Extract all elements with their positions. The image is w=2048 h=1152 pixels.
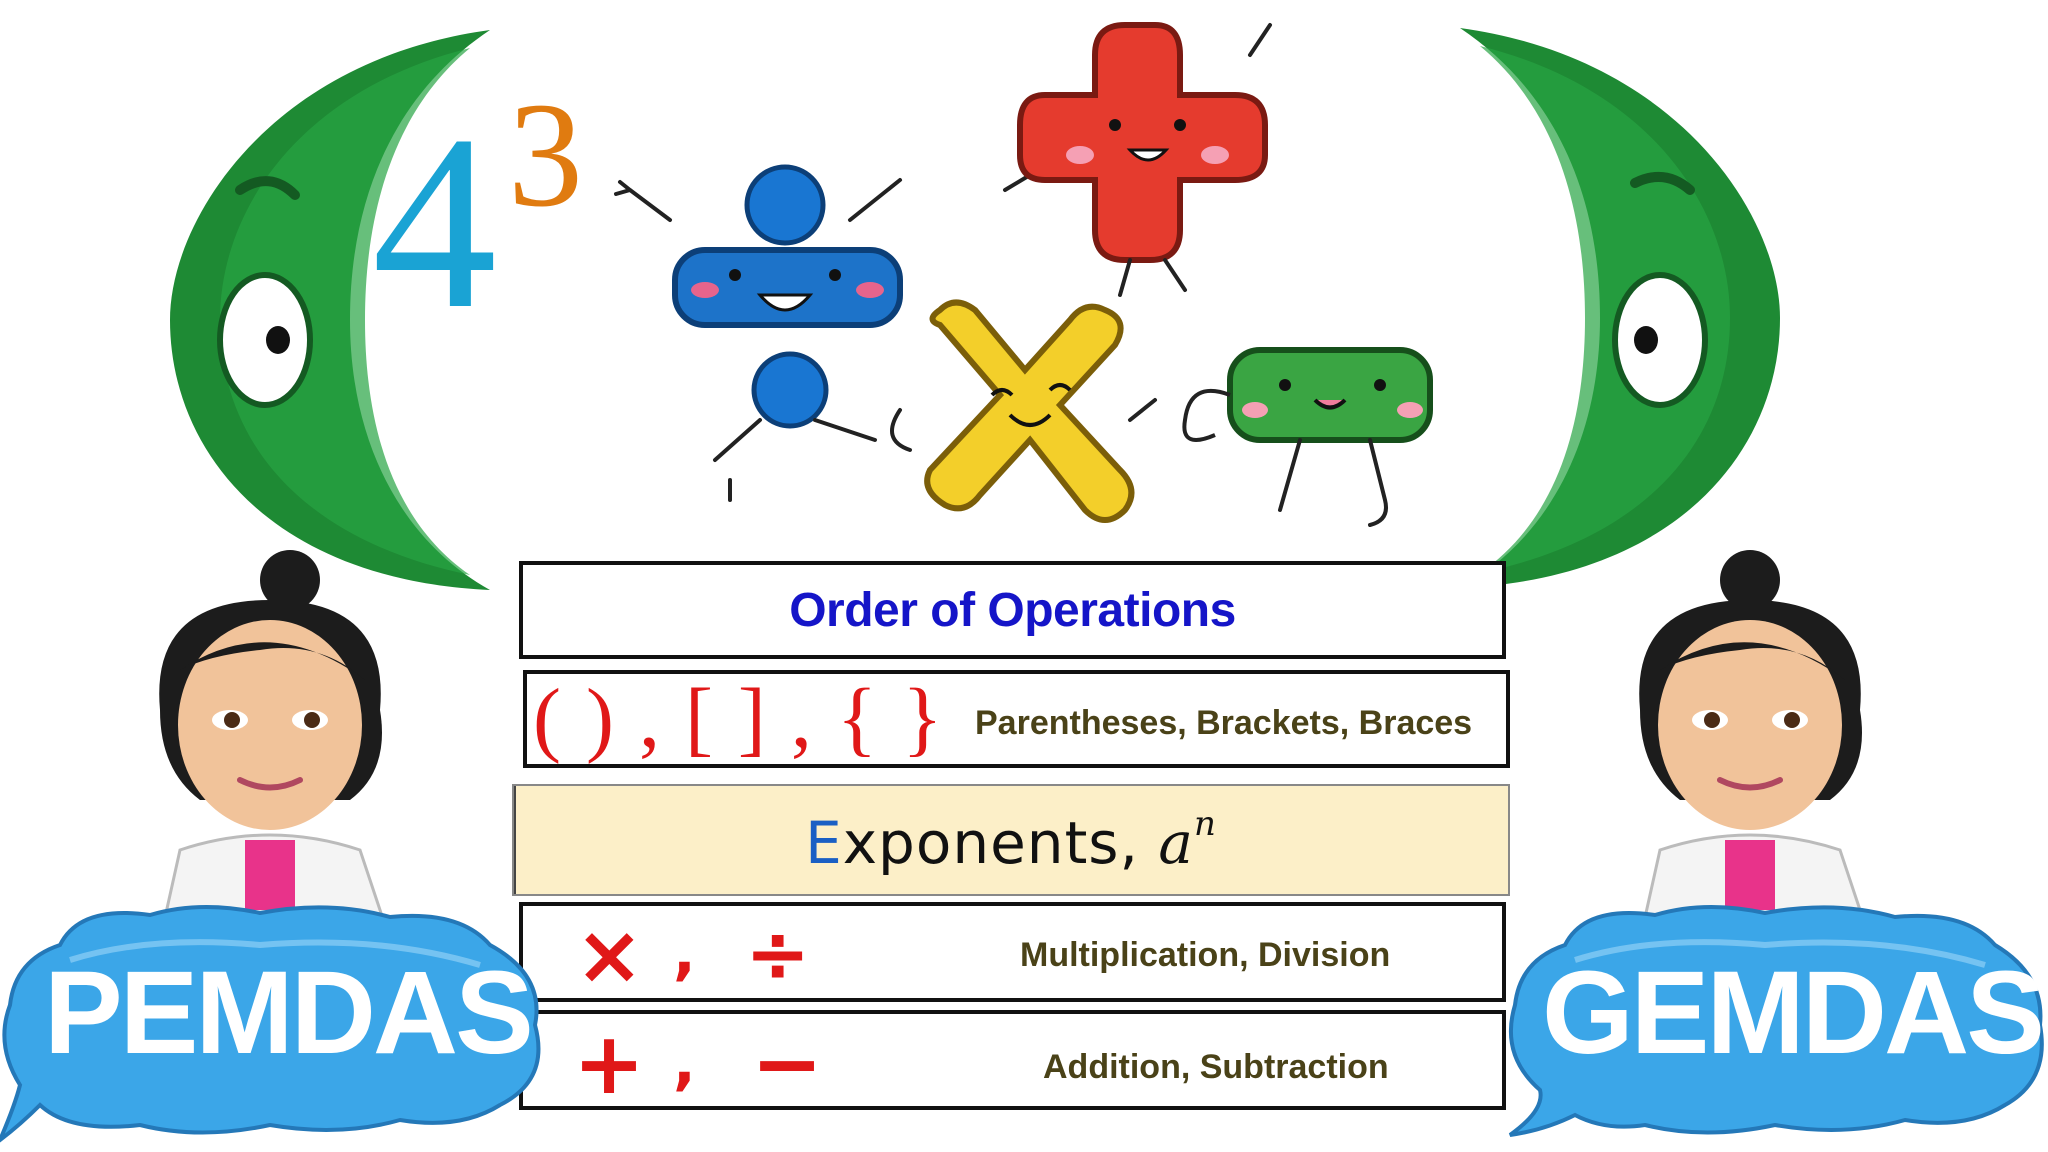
- right-moon-face: [1460, 28, 1780, 588]
- addition-label: Addition, Subtraction: [1043, 1048, 1389, 1086]
- minus-symbol: −: [751, 1014, 824, 1114]
- gemdas-label: GEMDAS: [1542, 947, 2045, 1079]
- divide-mascot-icon: [614, 164, 903, 502]
- right-teacher-avatar-icon: [1638, 550, 1873, 942]
- grouping-symbols: ( ) , [ ] , { }: [533, 672, 945, 765]
- exponents-row: Exponents, an: [512, 784, 1510, 896]
- divide-symbol: ÷: [745, 910, 811, 1000]
- exponents-lead-letter: E: [805, 808, 843, 877]
- table-title: Order of Operations: [789, 583, 1236, 637]
- times-symbol: ×: [575, 908, 644, 1003]
- exponents-label: Exponents, an: [805, 804, 1217, 877]
- times-separator: ,: [673, 918, 696, 988]
- parentheses-label: Parentheses, Brackets, Braces: [975, 704, 1473, 742]
- plus-mascot-icon: [1003, 22, 1272, 297]
- exponent-power: 3: [508, 72, 583, 238]
- exponent-base: 4: [372, 84, 497, 361]
- times-mascot-icon: [890, 299, 1157, 523]
- left-moon-face: [170, 30, 490, 590]
- exponent-variable: a: [1158, 808, 1194, 877]
- plus-symbol: +: [573, 1014, 646, 1114]
- parentheses-row: ( ) , [ ] , { } Parentheses, Brackets, B…: [523, 670, 1510, 768]
- right-cloud-bubble: [1508, 904, 2044, 1137]
- exponents-word: xponents,: [842, 808, 1139, 877]
- addition-row: + , − Addition, Subtraction: [519, 1010, 1506, 1114]
- plus-separator: ,: [673, 1028, 696, 1098]
- minus-mascot-icon: [1182, 347, 1433, 527]
- left-cloud-bubble: [0, 904, 541, 1143]
- table-title-row: Order of Operations: [519, 561, 1506, 659]
- multiplication-label: Multiplication, Division: [1020, 936, 1391, 974]
- left-teacher-avatar-icon: [158, 550, 393, 942]
- multiplication-row: × , ÷ Multiplication, Division: [519, 902, 1506, 1003]
- exponent-power-n: n: [1194, 803, 1217, 844]
- pemdas-label: PEMDAS: [44, 947, 534, 1079]
